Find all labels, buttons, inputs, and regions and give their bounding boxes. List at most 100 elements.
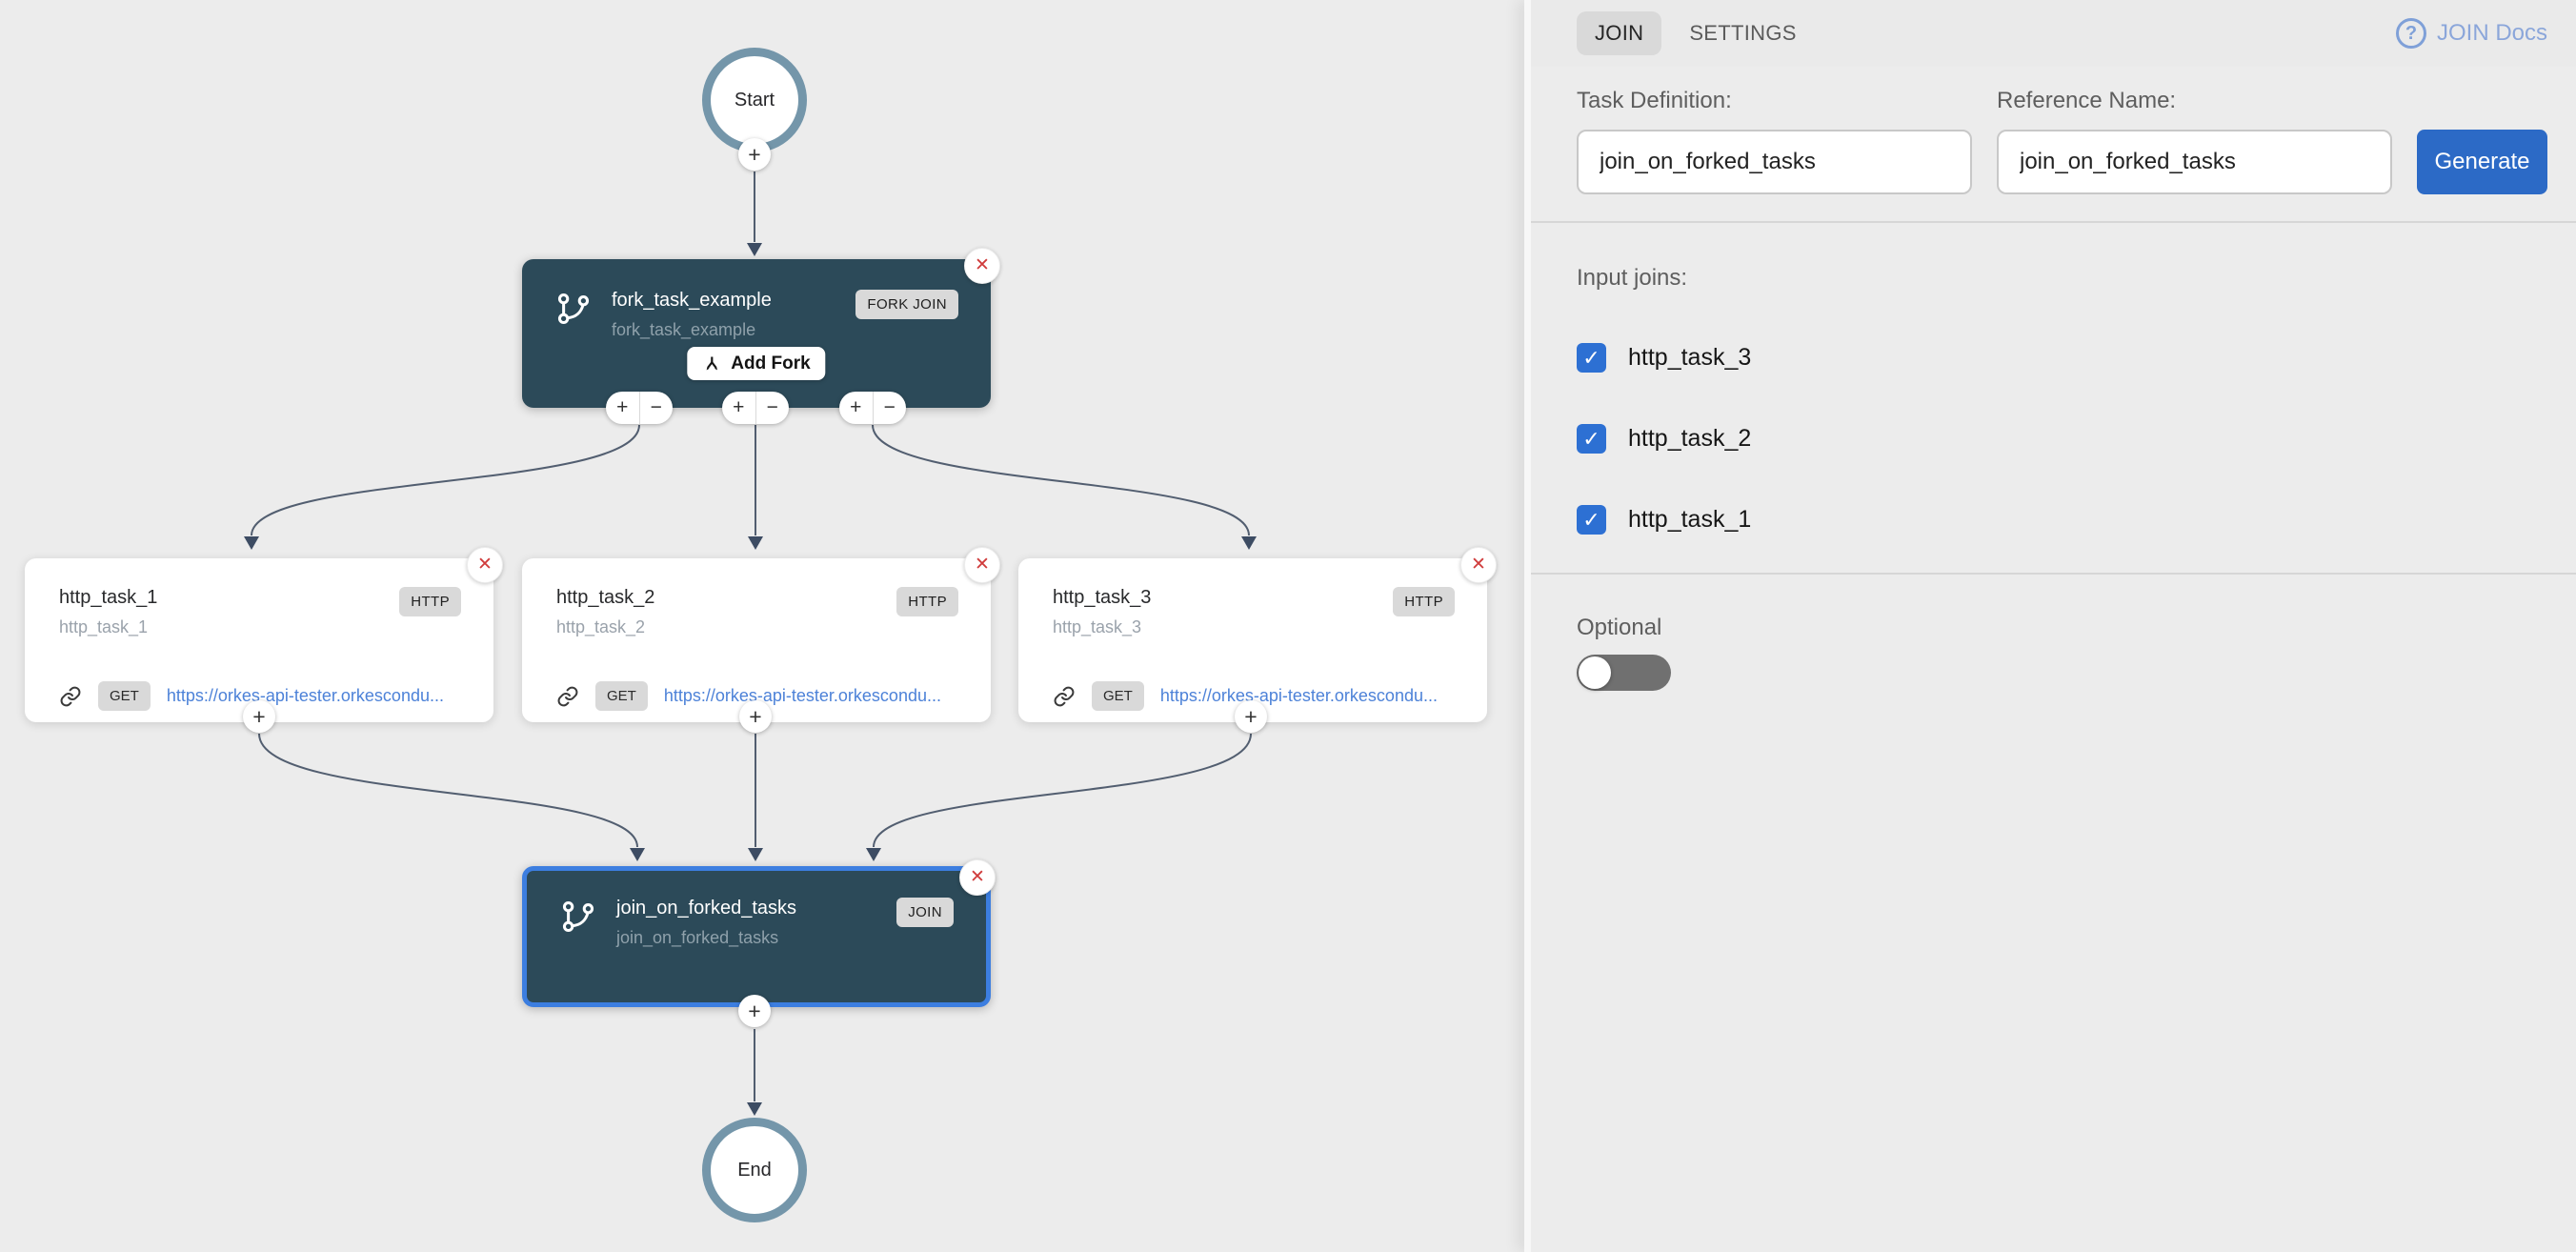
add-fork-icon — [706, 356, 717, 370]
close-icon[interactable]: ✕ — [959, 859, 996, 896]
checkbox-label: http_task_2 — [1628, 425, 1752, 452]
docs-link-label: JOIN Docs — [2436, 20, 2547, 46]
node-type-badge: FORK JOIN — [855, 290, 958, 319]
plus-icon: + — [1244, 704, 1258, 729]
input-joins-label: Input joins: — [1577, 265, 1688, 291]
end-node[interactable]: End — [702, 1118, 807, 1222]
http-method-chip: GET — [595, 681, 648, 711]
git-branch-icon — [557, 293, 590, 325]
plus-icon: + — [850, 396, 862, 418]
start-node[interactable]: Start — [702, 48, 807, 152]
plus-icon: + — [749, 704, 762, 729]
http-endpoint-row: GET https://orkes-api-tester.orkescondu.… — [25, 681, 493, 711]
checkbox-label: http_task_3 — [1628, 344, 1752, 371]
http-endpoint-row: GET https://orkes-api-tester.orkescondu.… — [522, 681, 991, 711]
task-config-panel: JOIN SETTINGS ? JOIN Docs Task Definitio… — [1524, 0, 2576, 1252]
node-title: http_task_3 — [1053, 587, 1152, 608]
plus-icon: + — [616, 396, 629, 418]
http-task-node-1[interactable]: ✕ http_task_1 http_task_1 HTTP GET https… — [25, 547, 503, 722]
add-branch-task-button[interactable]: + — [722, 392, 756, 424]
generate-button[interactable]: Generate — [2417, 130, 2547, 194]
checkbox-http-task-1[interactable]: ✓ — [1577, 505, 1606, 535]
git-branch-icon — [562, 900, 594, 933]
checkbox-http-task-3[interactable]: ✓ — [1577, 343, 1606, 373]
definition-section: Task Definition: Reference Name: Generat… — [1531, 67, 2576, 221]
remove-branch-button[interactable]: − — [640, 392, 674, 424]
link-icon — [60, 686, 81, 706]
minus-icon: − — [766, 396, 778, 418]
node-title: http_task_2 — [556, 587, 655, 608]
close-icon[interactable]: ✕ — [964, 547, 1000, 583]
endpoint-url-link[interactable]: https://orkes-api-tester.orkescondu... — [166, 686, 444, 705]
plus-icon: + — [733, 396, 745, 418]
close-icon[interactable]: ✕ — [1460, 547, 1497, 583]
join-option-row: ✓ http_task_2 — [1577, 424, 2547, 454]
node-type-badge: JOIN — [896, 898, 954, 927]
optional-label: Optional — [1577, 615, 1662, 640]
add-fork-label: Add Fork — [731, 353, 811, 374]
add-task-after-start-button[interactable]: + — [738, 138, 771, 171]
http-method-chip: GET — [98, 681, 151, 711]
close-icon[interactable]: ✕ — [964, 248, 1000, 284]
node-title: join_on_forked_tasks — [616, 898, 797, 919]
add-fork-button[interactable]: Add Fork — [687, 347, 826, 380]
section-divider — [1531, 221, 2576, 223]
node-title: http_task_1 — [59, 587, 158, 608]
fork-branch-controls-3: + − — [839, 392, 906, 424]
tab-join[interactable]: JOIN — [1577, 11, 1662, 55]
endpoint-url-link[interactable]: https://orkes-api-tester.orkescondu... — [663, 686, 941, 705]
fork-branch-controls-1: + − — [606, 392, 673, 424]
optional-toggle[interactable] — [1577, 655, 1671, 691]
section-divider — [1531, 573, 2576, 575]
node-subtitle: fork_task_example — [612, 320, 756, 339]
link-icon — [557, 686, 578, 706]
checkbox-http-task-2[interactable]: ✓ — [1577, 424, 1606, 454]
node-subtitle: http_task_2 — [556, 617, 646, 636]
checkbox-label: http_task_1 — [1628, 506, 1752, 533]
plus-icon: + — [252, 704, 266, 729]
node-subtitle: http_task_1 — [59, 617, 149, 636]
fork-node-header: fork_task_example fork_task_example FORK… — [522, 259, 991, 340]
task-definition-input[interactable] — [1577, 130, 1972, 194]
node-type-badge: HTTP — [1393, 587, 1455, 616]
add-task-after-join-button[interactable]: + — [738, 995, 771, 1027]
http-method-chip: GET — [1092, 681, 1144, 711]
tab-settings[interactable]: SETTINGS — [1689, 21, 1797, 45]
panel-header: JOIN SETTINGS ? JOIN Docs — [1531, 0, 2576, 67]
http-endpoint-row: GET https://orkes-api-tester.orkescondu.… — [1018, 681, 1487, 711]
check-icon: ✓ — [1582, 345, 1600, 370]
close-icon[interactable]: ✕ — [467, 547, 503, 583]
endpoint-url-link[interactable]: https://orkes-api-tester.orkescondu... — [1159, 686, 1438, 705]
add-task-button[interactable]: + — [243, 700, 275, 733]
input-joins-section: Input joins: ✓ http_task_3 ✓ http_task_2… — [1531, 223, 2576, 573]
remove-branch-button[interactable]: − — [756, 392, 790, 424]
plus-icon: + — [748, 142, 761, 167]
link-icon — [1054, 686, 1075, 706]
join-option-row: ✓ http_task_3 — [1577, 343, 2547, 373]
add-task-button[interactable]: + — [739, 700, 772, 733]
plus-icon: + — [748, 999, 761, 1023]
question-circle-icon: ? — [2395, 18, 2426, 49]
workflow-canvas[interactable]: Start + ✕ fork_task_example fork_task_ex… — [0, 0, 1524, 1252]
add-task-button[interactable]: + — [1235, 700, 1267, 733]
join-docs-link[interactable]: ? JOIN Docs — [2395, 18, 2547, 49]
http-task-node-2[interactable]: ✕ http_task_2 http_task_2 HTTP GET https… — [522, 547, 1000, 722]
end-label: End — [737, 1159, 772, 1181]
minus-icon: − — [650, 396, 662, 418]
add-branch-task-button[interactable]: + — [839, 392, 874, 424]
reference-name-label: Reference Name: — [1997, 88, 2177, 113]
node-type-badge: HTTP — [399, 587, 461, 616]
reference-name-input[interactable] — [1997, 130, 2392, 194]
remove-branch-button[interactable]: − — [874, 392, 907, 424]
join-option-row: ✓ http_task_1 — [1577, 505, 2547, 535]
check-icon: ✓ — [1582, 507, 1600, 532]
task-definition-label: Task Definition: — [1577, 88, 1732, 113]
add-branch-task-button[interactable]: + — [606, 392, 640, 424]
minus-icon: − — [883, 396, 896, 418]
check-icon: ✓ — [1582, 426, 1600, 451]
fork-task-node[interactable]: ✕ fork_task_example fork_task_example FO… — [522, 248, 1000, 408]
join-task-node[interactable]: ✕ join_on_forked_tasks join_on_forked_ta… — [522, 859, 996, 1007]
http-task-node-3[interactable]: ✕ http_task_3 http_task_3 HTTP GET https… — [1018, 547, 1497, 722]
node-type-badge: HTTP — [896, 587, 958, 616]
